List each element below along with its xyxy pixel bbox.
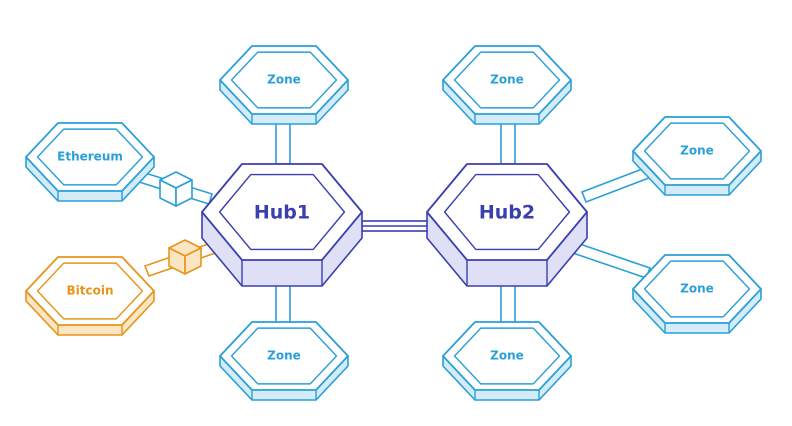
hub2-label: Hub2	[479, 202, 535, 224]
hub2-node[interactable]: Hub2	[426, 163, 588, 287]
node-top	[219, 321, 349, 391]
node-inner	[218, 173, 346, 251]
bitcoin-bridge-cube-icon	[168, 239, 202, 275]
node-inner	[453, 51, 561, 109]
node-top	[219, 45, 349, 115]
node-top	[201, 163, 363, 261]
ethereum-bridge-cube-icon	[159, 171, 193, 207]
zone-label: Zone	[490, 349, 524, 363]
zone-label: Zone	[680, 144, 714, 158]
node-inner	[230, 51, 338, 109]
node-inner	[36, 128, 144, 186]
zone-label: Zone	[680, 282, 714, 296]
node-top	[426, 163, 588, 261]
node-top	[25, 122, 155, 192]
node-inner	[643, 260, 751, 318]
node-inner	[230, 327, 338, 385]
ethereum-label: Ethereum	[57, 150, 123, 164]
connector-hub1-hub2	[361, 220, 433, 232]
node-top	[632, 116, 762, 186]
nodes: Hub1 Hub2 Zone Zone Zone Zone Zone Zone …	[25, 45, 762, 401]
node-top	[25, 256, 155, 326]
zone-label: Zone	[267, 349, 301, 363]
node-inner	[36, 262, 144, 320]
node-inner	[643, 122, 751, 180]
bitcoin-node[interactable]: Bitcoin	[25, 256, 155, 336]
connector-hub2-zone-top	[500, 119, 516, 165]
node-top	[442, 321, 572, 391]
zone-node-top-left[interactable]: Zone	[219, 45, 349, 125]
zone-node-right-top[interactable]: Zone	[632, 116, 762, 196]
bitcoin-label: Bitcoin	[66, 284, 113, 298]
node-top	[442, 45, 572, 115]
zone-node-top-right[interactable]: Zone	[442, 45, 572, 125]
connector-hub1-zone-top	[275, 119, 291, 165]
node-inner	[443, 173, 571, 251]
ethereum-node[interactable]: Ethereum	[25, 122, 155, 202]
zone-node-right-bottom[interactable]: Zone	[632, 254, 762, 334]
node-inner	[453, 327, 561, 385]
zone-label: Zone	[267, 73, 301, 87]
hub1-label: Hub1	[254, 202, 310, 224]
node-top	[632, 254, 762, 324]
zone-node-bottom-right[interactable]: Zone	[442, 321, 572, 401]
hub1-node[interactable]: Hub1	[201, 163, 363, 287]
zone-node-bottom-left[interactable]: Zone	[219, 321, 349, 401]
zone-label: Zone	[490, 73, 524, 87]
